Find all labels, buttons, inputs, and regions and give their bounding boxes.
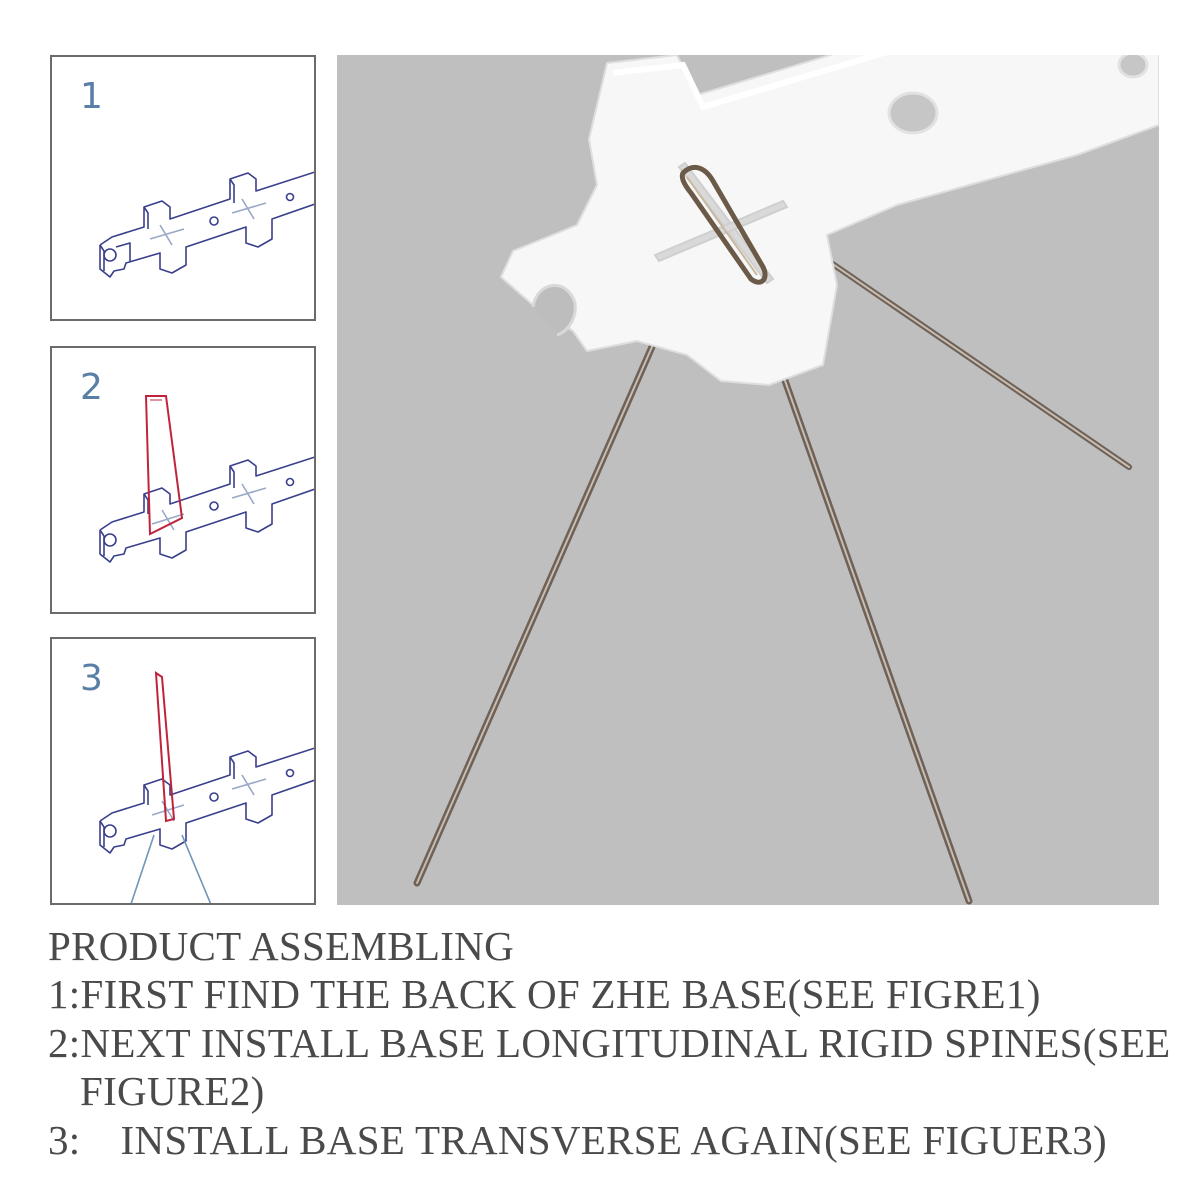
figure-2-panel: 2 xyxy=(50,346,316,614)
instruction-step-2-line-2: FIGURE2) xyxy=(80,1068,265,1115)
figure-2-number: 2 xyxy=(80,367,103,408)
figure-1-number: 1 xyxy=(80,76,103,117)
instruction-step-2-line-1: 2:NEXT INSTALL BASE LONGITUDINAL RIGID S… xyxy=(48,1019,1171,1066)
figure-1-panel: 1 xyxy=(50,55,316,321)
instruction-step-3-prefix: 3: xyxy=(48,1116,81,1163)
assembled-base-photo xyxy=(337,55,1159,905)
assembly-instructions: PRODUCT ASSEMBLING 1:FIRST FIND THE BACK… xyxy=(48,922,1188,1164)
base-with-wire-spines-illustration xyxy=(413,55,1159,905)
base-diagram-figure-2 xyxy=(99,395,314,563)
instruction-step-1: 1:FIRST FIND THE BACK OF ZHE BASE(SEE FI… xyxy=(48,971,1041,1018)
base-diagram-figure-1 xyxy=(99,171,314,278)
instructions-heading: PRODUCT ASSEMBLING xyxy=(48,923,514,969)
figure-3-panel: 3 xyxy=(50,637,316,905)
figure-3-number: 3 xyxy=(80,658,103,699)
instruction-step-3: 3: INSTALL BASE TRANSVERSE AGAIN(SEE FIGU… xyxy=(48,1116,1188,1164)
instruction-step-3-text: INSTALL BASE TRANSVERSE AGAIN(SEE FIGUER… xyxy=(120,1116,1108,1163)
base-diagram-figure-3 xyxy=(99,671,314,903)
